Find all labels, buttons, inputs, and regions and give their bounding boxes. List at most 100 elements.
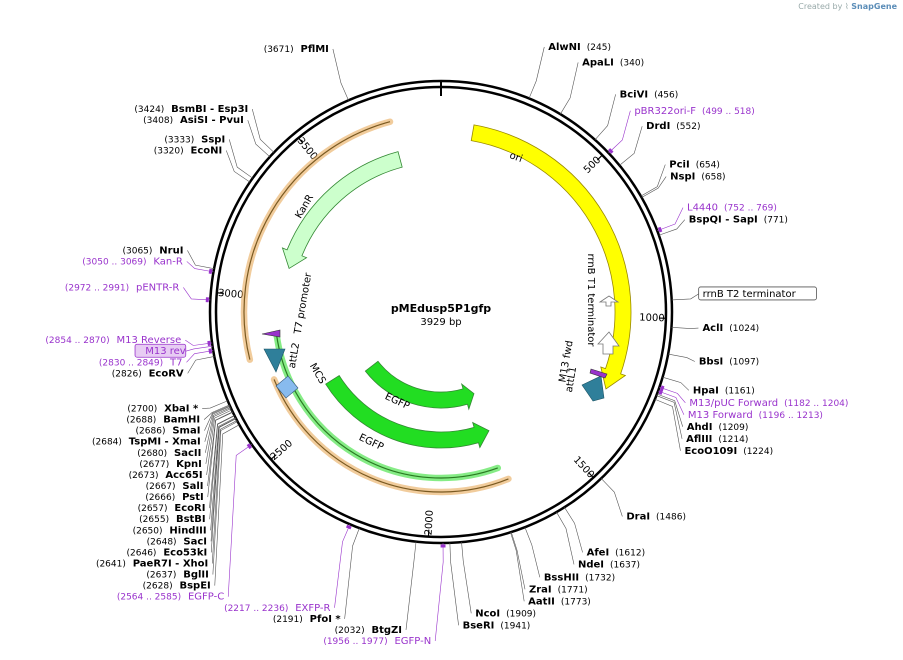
eco53ki-site-label[interactable]: (2646) Eco53kI <box>127 418 237 559</box>
ndei-site-label[interactable]: NdeI(1637) <box>556 511 640 570</box>
site-label-text: DraI(1486) <box>626 512 686 523</box>
m13-fwd-icon[interactable] <box>589 368 608 379</box>
saci-site-label[interactable]: (2648) SacI <box>147 418 237 547</box>
site-label-text: M13 Forward(1196 .. 1213) <box>688 410 823 421</box>
rrnb-t2-terminator-icon[interactable] <box>598 295 620 307</box>
exfp-r-primer-label[interactable]: (2217 .. 2236) EXFP-R <box>224 524 352 614</box>
kan-r-primer-label[interactable]: (3050 .. 3069) Kan-R <box>82 256 214 275</box>
alwni-site-label[interactable]: AlwNI(245) <box>528 42 611 99</box>
feature-label-ori: ori <box>508 150 524 165</box>
m13-reverse-primer-label[interactable]: (2854 .. 2870) M13 Reverse <box>45 335 213 346</box>
site-name: Acc65I <box>165 470 202 481</box>
egfp-c-primer-label[interactable]: (2564 .. 2585) EGFP-C <box>117 443 252 603</box>
site-position: (2830 .. 2849) <box>99 358 166 368</box>
site-name: SacI <box>183 536 207 547</box>
site-name: PflMI <box>300 44 328 55</box>
site-name: BstBI <box>176 514 206 525</box>
ecori-site-label[interactable]: (2657) EcoRI <box>138 415 235 514</box>
site-position: (1209) <box>718 423 748 433</box>
t7-primer-label[interactable]: (2830 .. 2849) T7 <box>99 348 214 369</box>
tspmi-xmai-site-label[interactable]: (2684) TspMI - XmaI <box>92 406 231 448</box>
leader-line <box>214 424 240 586</box>
egfp-feature-3[interactable] <box>325 375 490 449</box>
ecorv-site-label[interactable]: (2826) EcoRV <box>112 356 215 379</box>
smai-site-label[interactable]: (2686) SmaI <box>136 405 230 437</box>
bspqi-sapi-site-label[interactable]: BspQI - SapI(771) <box>658 215 788 236</box>
site-label-text: AatII(1773) <box>528 596 591 607</box>
xbai-site-label[interactable]: (2700) XbaI * <box>127 400 228 415</box>
afliii-site-label[interactable]: AflIII(1214) <box>656 395 748 445</box>
drdi-site-label[interactable]: DrdI(552) <box>619 121 701 166</box>
sspi-site-label[interactable]: (3333) SspI <box>164 134 253 179</box>
bspei-site-label[interactable]: (2628) BspEI <box>143 424 240 592</box>
ecoo109i-site-label[interactable]: EcoO109I(1224) <box>654 399 773 457</box>
site-label-text: (2646) Eco53kI <box>127 547 208 558</box>
pfoi-site-label[interactable]: (2191) PfoI * <box>273 527 360 625</box>
sali-site-label[interactable]: (2667) SalI <box>146 411 233 492</box>
feature-label-attl2: attL2 <box>287 342 302 369</box>
afei-site-label[interactable]: AfeI(1612) <box>564 507 645 558</box>
attl2-icon[interactable] <box>263 348 286 373</box>
tick-mark-1500 <box>588 472 594 478</box>
rrnb-t2-terminator-site-label[interactable]: rrnB T2 terminator <box>671 286 817 301</box>
l4440-primer-label[interactable]: L4440(752 .. 769) <box>657 203 777 233</box>
nrui-site-label[interactable]: (3065) NruI <box>122 245 215 270</box>
bamhi-site-label[interactable]: (2688) BamHI <box>126 404 230 426</box>
btgzi-site-label[interactable]: (2032) BtgZI <box>335 541 417 636</box>
econi-site-label[interactable]: (3320) EcoNI <box>154 145 251 183</box>
mcs-icon[interactable] <box>275 375 299 399</box>
acli-site-label[interactable]: AclI(1024) <box>671 323 759 334</box>
site-label-text: NdeI(1637) <box>578 559 640 570</box>
pflmi-site-label[interactable]: (3671) PflMI <box>264 44 349 101</box>
site-name: XbaI * <box>164 404 199 415</box>
site-name: SmaI <box>172 426 200 437</box>
t7-promoter-icon[interactable] <box>261 329 281 338</box>
paer7i-xhoi-site-label[interactable]: (2641) PaeR7I - XhoI <box>96 420 238 570</box>
acc65i-site-label[interactable]: (2673) Acc65I <box>129 409 232 481</box>
segment-feature-4[interactable] <box>276 335 498 479</box>
feature-label-attl1: attL1 <box>564 366 579 393</box>
leader-line <box>434 542 444 642</box>
m13-forward-primer-label[interactable]: M13 Forward(1196 .. 1213) <box>657 389 823 421</box>
nspi-site-label[interactable]: NspI(658) <box>641 172 726 198</box>
sacii-site-label[interactable]: (2680) SacII <box>137 407 231 459</box>
ori-feature-0[interactable] <box>470 124 632 390</box>
psti-site-label[interactable]: (2666) PstI <box>145 411 233 503</box>
ahdi-site-label[interactable]: AhdI(1209) <box>656 393 748 433</box>
leader-line <box>619 126 643 166</box>
pentr-r-primer-label[interactable]: (2972 .. 2991) pENTR-R <box>65 282 211 303</box>
bcivi-site-label[interactable]: BciVI(456) <box>594 89 679 140</box>
segment-feature-6[interactable] <box>273 379 509 493</box>
attl1-icon[interactable] <box>581 375 605 402</box>
bglii-site-label[interactable]: (2637) BglII <box>146 421 238 581</box>
bbsi-site-label[interactable]: BbsI(1097) <box>668 353 759 367</box>
feature-label-t7-promoter: T7 promoter <box>293 271 315 336</box>
drai-site-label[interactable]: DraI(1486) <box>600 478 686 523</box>
hpai-site-label[interactable]: HpaI(1161) <box>662 376 755 396</box>
apali-site-label[interactable]: ApaLI(340) <box>560 57 644 115</box>
segment-feature-5[interactable] <box>243 121 391 360</box>
pcii-site-label[interactable]: PciI(654) <box>640 160 720 197</box>
kpni-site-label[interactable]: (2677) KpnI <box>139 408 232 470</box>
site-label-text: BciVI(456) <box>620 89 679 100</box>
site-label-text: (2217 .. 2236) EXFP-R <box>224 603 330 614</box>
ncoi-site-label[interactable]: NcoI(1909) <box>461 542 537 619</box>
aatii-site-label[interactable]: AatII(1773) <box>510 532 591 607</box>
egfp-n-primer-label[interactable]: (1956 .. 1977) EGFP-N <box>323 542 446 647</box>
rrnb-t1-terminator-icon[interactable] <box>597 331 620 355</box>
leader-line <box>204 405 230 431</box>
site-label-text: (2648) SacI <box>147 536 207 547</box>
site-label-text: BssHII(1732) <box>544 572 615 583</box>
bsshii-site-label[interactable]: BssHII(1732) <box>524 527 615 583</box>
zrai-site-label[interactable]: ZraI(1771) <box>510 531 588 595</box>
hindiii-site-label[interactable]: (2650) HindIII <box>133 417 236 537</box>
m13-rev-primer-label[interactable]: M13 rev <box>134 343 213 358</box>
kanr-feature-1[interactable] <box>281 151 403 270</box>
bstbi-site-label[interactable]: (2655) BstBI <box>139 415 235 525</box>
site-position: (2673) <box>129 471 162 481</box>
asisi-pvui-site-label[interactable]: (3408) AsiSI - PvuI <box>143 115 271 158</box>
pbr322ori-f-primer-label[interactable]: pBR322ori-F(499 .. 518) <box>607 106 755 154</box>
egfp-feature-2[interactable] <box>364 360 475 411</box>
bsmbi-esp3i-site-label[interactable]: (3424) BsmBI - Esp3I <box>134 104 275 153</box>
bseri-site-label[interactable]: BseRI(1941) <box>449 542 530 631</box>
